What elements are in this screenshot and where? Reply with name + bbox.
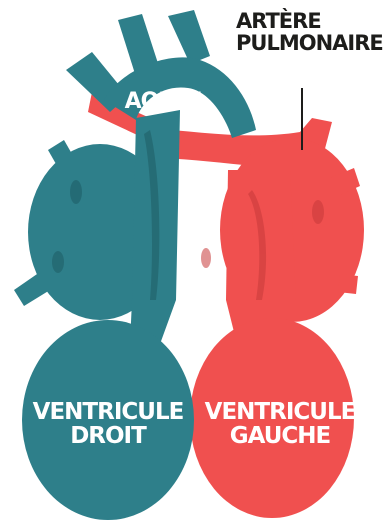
left-ventricle-label-line1: VENTRICULE [196, 400, 364, 424]
pulmonary-artery-label: ARTÈRE PULMONAIRE [236, 10, 383, 54]
pulmonary-artery-label-line2: PULMONAIRE [236, 32, 383, 54]
right-vessel-lower [338, 274, 358, 294]
right-ventricle-label-line2: DROIT [28, 424, 188, 448]
left-ventricle-label-line2: GAUCHE [196, 424, 364, 448]
right-ventricle-label: VENTRICULE DROIT [28, 400, 188, 448]
aorta-label: AORTE [118, 90, 208, 113]
left-ventricle-label: VENTRICULE GAUCHE [196, 400, 364, 448]
aorta-branch-right [168, 10, 210, 64]
right-ventricle-label-line1: VENTRICULE [28, 400, 188, 424]
pulmonary-artery-label-line1: ARTÈRE [236, 10, 383, 32]
